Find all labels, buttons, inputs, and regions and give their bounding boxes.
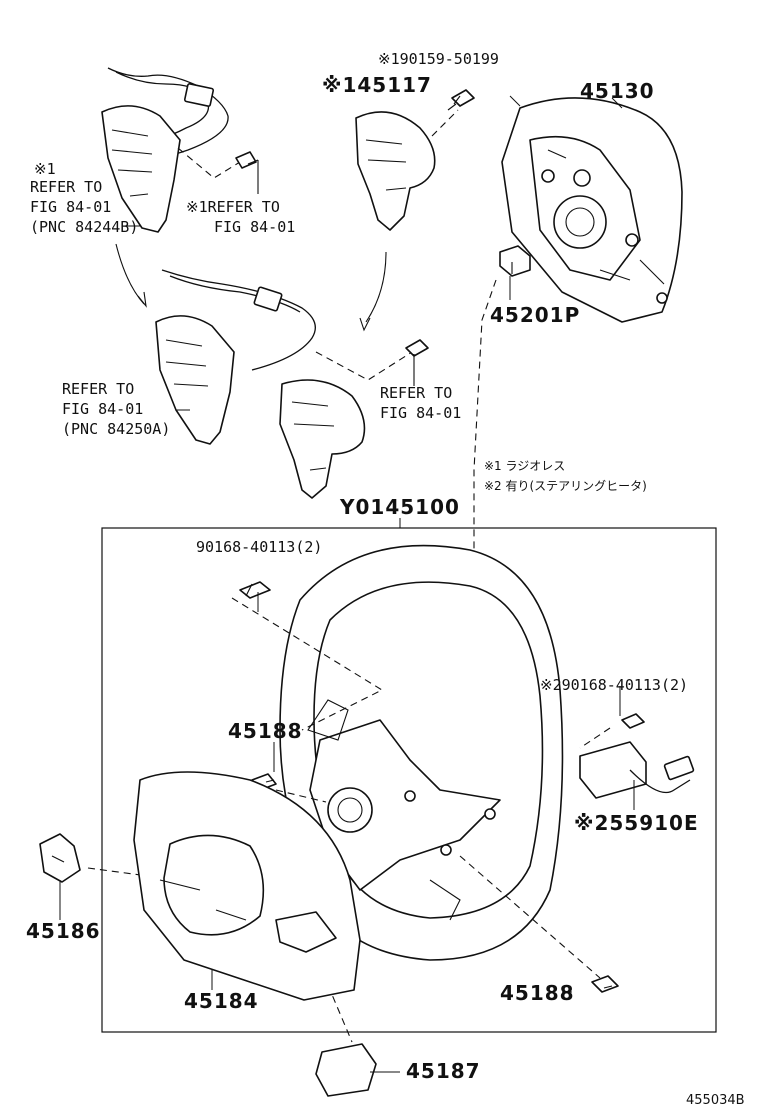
steering-wheel bbox=[279, 544, 564, 961]
label-55910e: ※255910E bbox=[574, 811, 699, 835]
label-190159-50199: ※190159-50199 bbox=[378, 50, 499, 68]
part-labels: ※190159-50199 ※145117 45130 45201P ※1 RE… bbox=[26, 50, 745, 1108]
refer-note-marker: ※1 bbox=[34, 160, 56, 178]
bolt-middle-right bbox=[405, 339, 429, 386]
bolt-top-left bbox=[177, 147, 259, 194]
bolt-45188-lower bbox=[591, 975, 619, 993]
figure-code: 455034B bbox=[686, 1093, 745, 1108]
refer-top-left-line2: FIG 84-01 bbox=[30, 198, 111, 216]
steering-switch-upper-left bbox=[101, 67, 229, 233]
steering-switch-middle-left bbox=[155, 269, 316, 445]
switch-45117 bbox=[355, 109, 459, 231]
refer-mid-right-line1: REFER TO bbox=[380, 384, 452, 402]
assembly-box bbox=[101, 527, 717, 1033]
refer-top-mid-line1: ※1REFER TO bbox=[186, 198, 280, 216]
refer-top-left-line1: REFER TO bbox=[30, 178, 102, 196]
refer-mid-right-line2: FIG 84-01 bbox=[380, 404, 461, 422]
refer-top-mid-line2: FIG 84-01 bbox=[214, 218, 295, 236]
lower-cover-45184 bbox=[133, 771, 361, 1001]
label-45187: 45187 bbox=[406, 1059, 481, 1083]
label-45188-upper: 45188 bbox=[228, 719, 303, 743]
label-90168-40113: 90168-40113(2) bbox=[196, 538, 322, 556]
label-45186: 45186 bbox=[26, 919, 101, 943]
label-45117: ※145117 bbox=[322, 73, 432, 97]
refer-top-left-line3: (PNC 84244B) bbox=[30, 218, 138, 236]
refer-mid-left-line1: REFER TO bbox=[62, 380, 134, 398]
leader-lines bbox=[59, 95, 635, 1073]
screw-90168-40113 bbox=[239, 581, 271, 599]
heater-module-55910e bbox=[579, 713, 695, 799]
label-45130: 45130 bbox=[580, 79, 655, 103]
label-45201p: 45201P bbox=[490, 303, 580, 327]
label-45184: 45184 bbox=[184, 989, 259, 1013]
label-90168-40113-heater: ※290168-40113(2) bbox=[540, 676, 688, 694]
note-radio-less: ※1 ラジオレス bbox=[484, 459, 565, 473]
label-assembly-y0145100: Y0145100 bbox=[339, 495, 460, 519]
flow-arrows bbox=[115, 243, 387, 332]
airbag-assembly-45130 bbox=[501, 97, 683, 323]
screw-190159-50199 bbox=[447, 89, 475, 111]
refer-mid-left-line3: (PNC 84250A) bbox=[62, 420, 170, 438]
cover-45186 bbox=[39, 833, 81, 883]
label-45188-lower: 45188 bbox=[500, 981, 575, 1005]
note-steering-heater: ※2 有り(ステアリングヒータ) bbox=[484, 479, 647, 493]
refer-mid-left-line2: FIG 84-01 bbox=[62, 400, 143, 418]
steering-switch-middle-right bbox=[279, 351, 413, 499]
cap-45187 bbox=[315, 1043, 377, 1097]
